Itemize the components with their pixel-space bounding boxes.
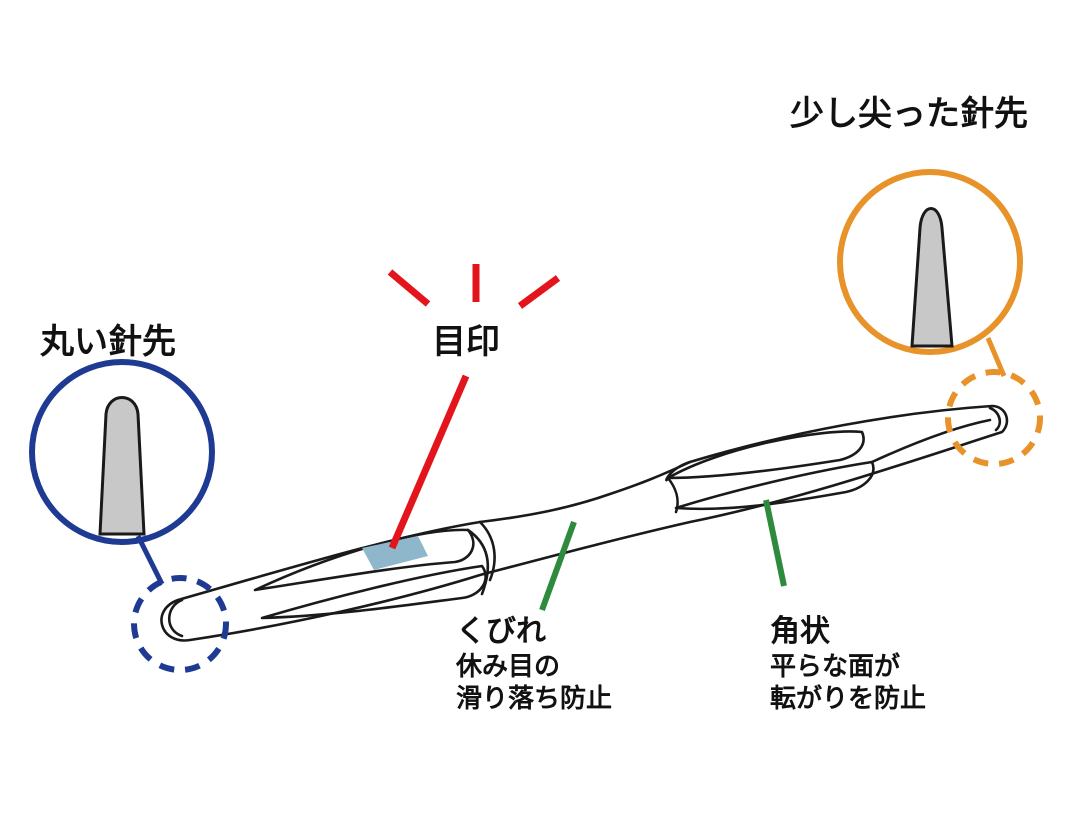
sharp-tip-zoom — [837, 169, 1043, 467]
right-facet-edge — [666, 476, 679, 514]
right-facet-upper — [666, 430, 865, 480]
right-facet-edge-2 — [665, 460, 692, 482]
marker-callout — [387, 264, 561, 550]
round-tip-cap — [167, 598, 184, 638]
waist-line-1 — [466, 528, 490, 596]
round-tip-detail-circle — [131, 575, 229, 673]
sharp-shaft-line — [870, 418, 992, 464]
round-tip-shape — [98, 396, 146, 536]
angular-title: 角状 — [770, 614, 830, 649]
sharp-tip-cap — [988, 406, 1002, 432]
marker-burst-left — [387, 269, 431, 307]
waist-callout-line — [539, 520, 577, 612]
waist-label-group: くびれ 休み目の 滑り落ち防止 — [456, 613, 612, 715]
waist-title: くびれ — [456, 614, 546, 649]
marker-label: 目印 — [432, 322, 500, 362]
marker-burst-right — [517, 275, 561, 309]
sharp-tip-shape — [910, 207, 954, 348]
round-tip-label: 丸い針先 — [40, 322, 176, 362]
waist-desc-line-1: 休み目の — [456, 652, 561, 682]
angular-label-group: 角状 平らな面が 転がりを防止 — [770, 613, 926, 715]
sharp-tip-detail-circle — [945, 369, 1043, 467]
marker-patch — [362, 536, 428, 570]
angular-desc-line-2: 転がりを防止 — [770, 684, 927, 714]
right-facet-lower — [674, 460, 875, 511]
waist-desc-line-2: 滑り落ち防止 — [456, 684, 613, 714]
waist-line-2 — [478, 520, 496, 582]
marker-pointer-line — [388, 374, 470, 550]
left-facet-upper — [253, 528, 475, 592]
left-facet-lower — [260, 564, 487, 620]
needle — [160, 404, 1009, 642]
angular-callout-line — [763, 499, 787, 587]
sharp-tip-label: 少し尖った針先 — [790, 94, 1028, 134]
round-tip-zoom — [29, 359, 229, 673]
sharp-tip-connector — [985, 337, 1007, 377]
round-tip-connector — [135, 534, 165, 586]
needle-outline — [160, 404, 1009, 642]
angular-desc-line-1: 平らな面が — [770, 652, 901, 682]
